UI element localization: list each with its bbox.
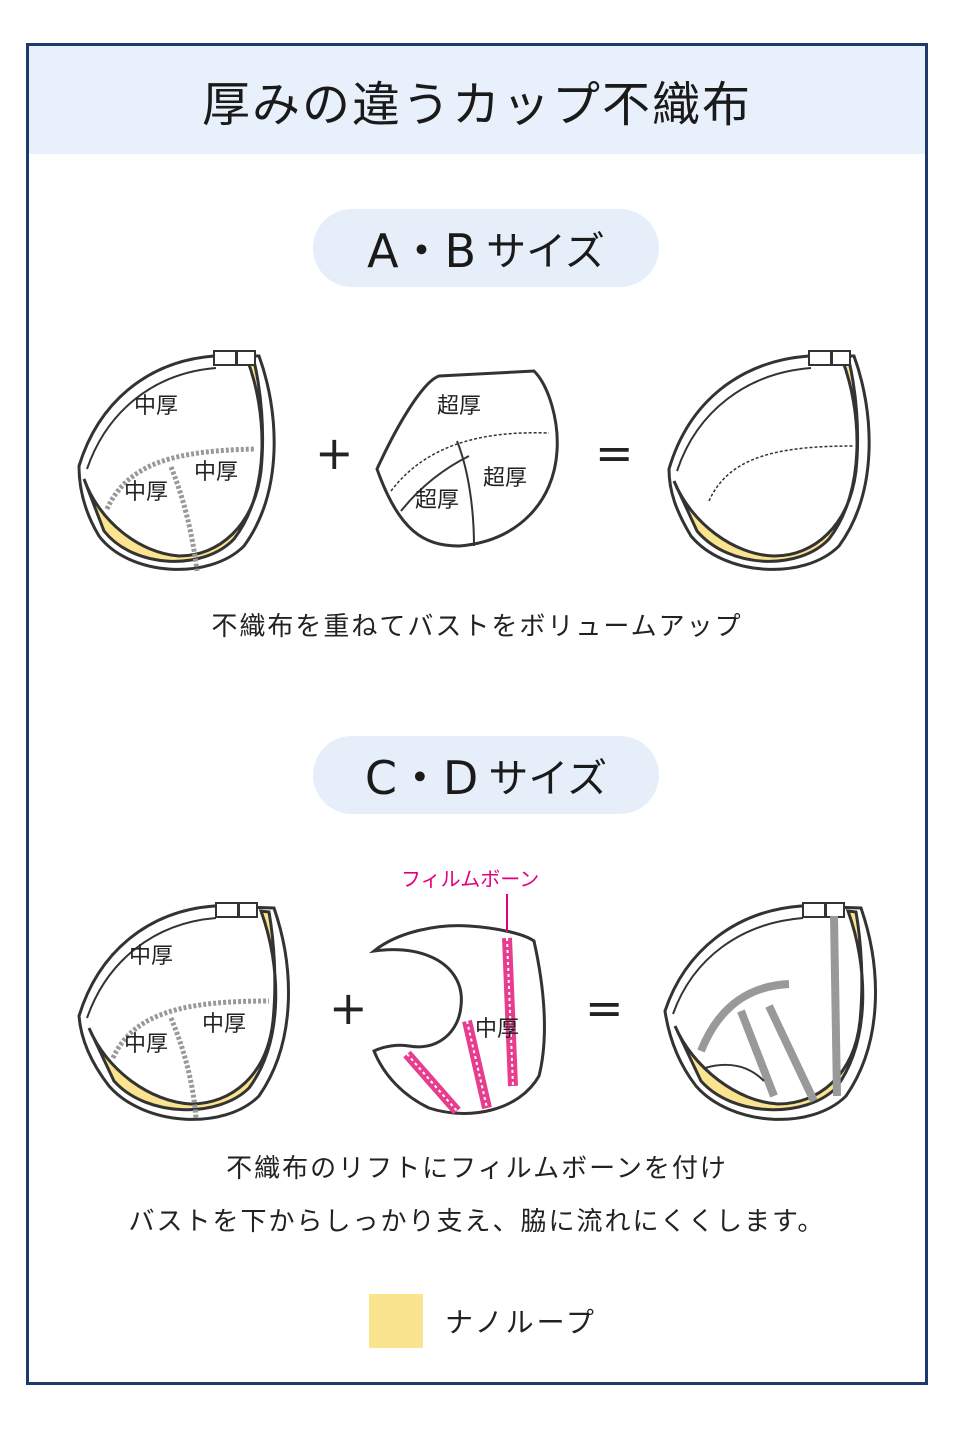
- ab-cup-1: 中厚 中厚 中厚: [77, 350, 276, 572]
- ab-result-cup: [667, 350, 871, 571]
- cd-cup1-top-label: 中厚: [129, 944, 173, 969]
- section-ab-heading-main: A・B: [367, 224, 477, 278]
- nano-loop-swatch: [369, 1294, 423, 1348]
- cd-equals-sign: =: [585, 981, 624, 1035]
- ab-pad-right-label: 超厚: [483, 466, 527, 491]
- cd-cup-1: 中厚 中厚 中厚: [77, 902, 290, 1121]
- ab-pad-top-label: 超厚: [437, 394, 481, 419]
- ab-cup-diagram: 中厚 中厚 中厚 + 超厚 超厚 超厚 =: [77, 350, 871, 572]
- ab-pad: 超厚 超厚 超厚: [375, 369, 559, 548]
- cd-lift-label: 中厚: [475, 1017, 519, 1042]
- cd-plus-sign: +: [329, 981, 368, 1035]
- cd-result-cup: [663, 902, 877, 1121]
- legend: ナノループ: [369, 1294, 597, 1348]
- ab-caption: 不織布を重ねてバストをボリュームアップ: [211, 612, 743, 642]
- ab-equals-sign: =: [595, 426, 634, 480]
- ab-cup1-left-label: 中厚: [124, 480, 168, 505]
- section-cd-heading-suffix: サイズ: [488, 756, 608, 802]
- cd-caption-line1: 不織布のリフトにフィルムボーンを付け: [226, 1154, 728, 1184]
- ab-cup1-right-label: 中厚: [194, 460, 238, 485]
- cd-caption-line2: バストを下からしっかり支え、脇に流れにくくします。: [128, 1207, 826, 1237]
- cd-cup-diagram: 中厚 中厚 中厚 + フィルムボーン 中厚 =: [77, 867, 877, 1121]
- section-ab-heading-suffix: サイズ: [486, 229, 605, 275]
- film-bone-label: フィルムボーン: [401, 867, 539, 891]
- ab-pad-left-label: 超厚: [415, 488, 459, 513]
- section-cd-heading-main: C・D: [364, 751, 479, 805]
- title-banner: 厚みの違うカップ不織布: [29, 46, 925, 154]
- cd-cup1-right-label: 中厚: [202, 1012, 246, 1037]
- legend-label: ナノループ: [445, 1306, 597, 1339]
- cd-lift-pad: フィルムボーン 中厚: [368, 867, 546, 1115]
- ab-plus-sign: +: [315, 426, 354, 480]
- ab-cup1-top-label: 中厚: [134, 394, 178, 419]
- cd-cup1-left-label: 中厚: [124, 1032, 168, 1057]
- page-title: 厚みの違うカップ不織布: [201, 77, 752, 133]
